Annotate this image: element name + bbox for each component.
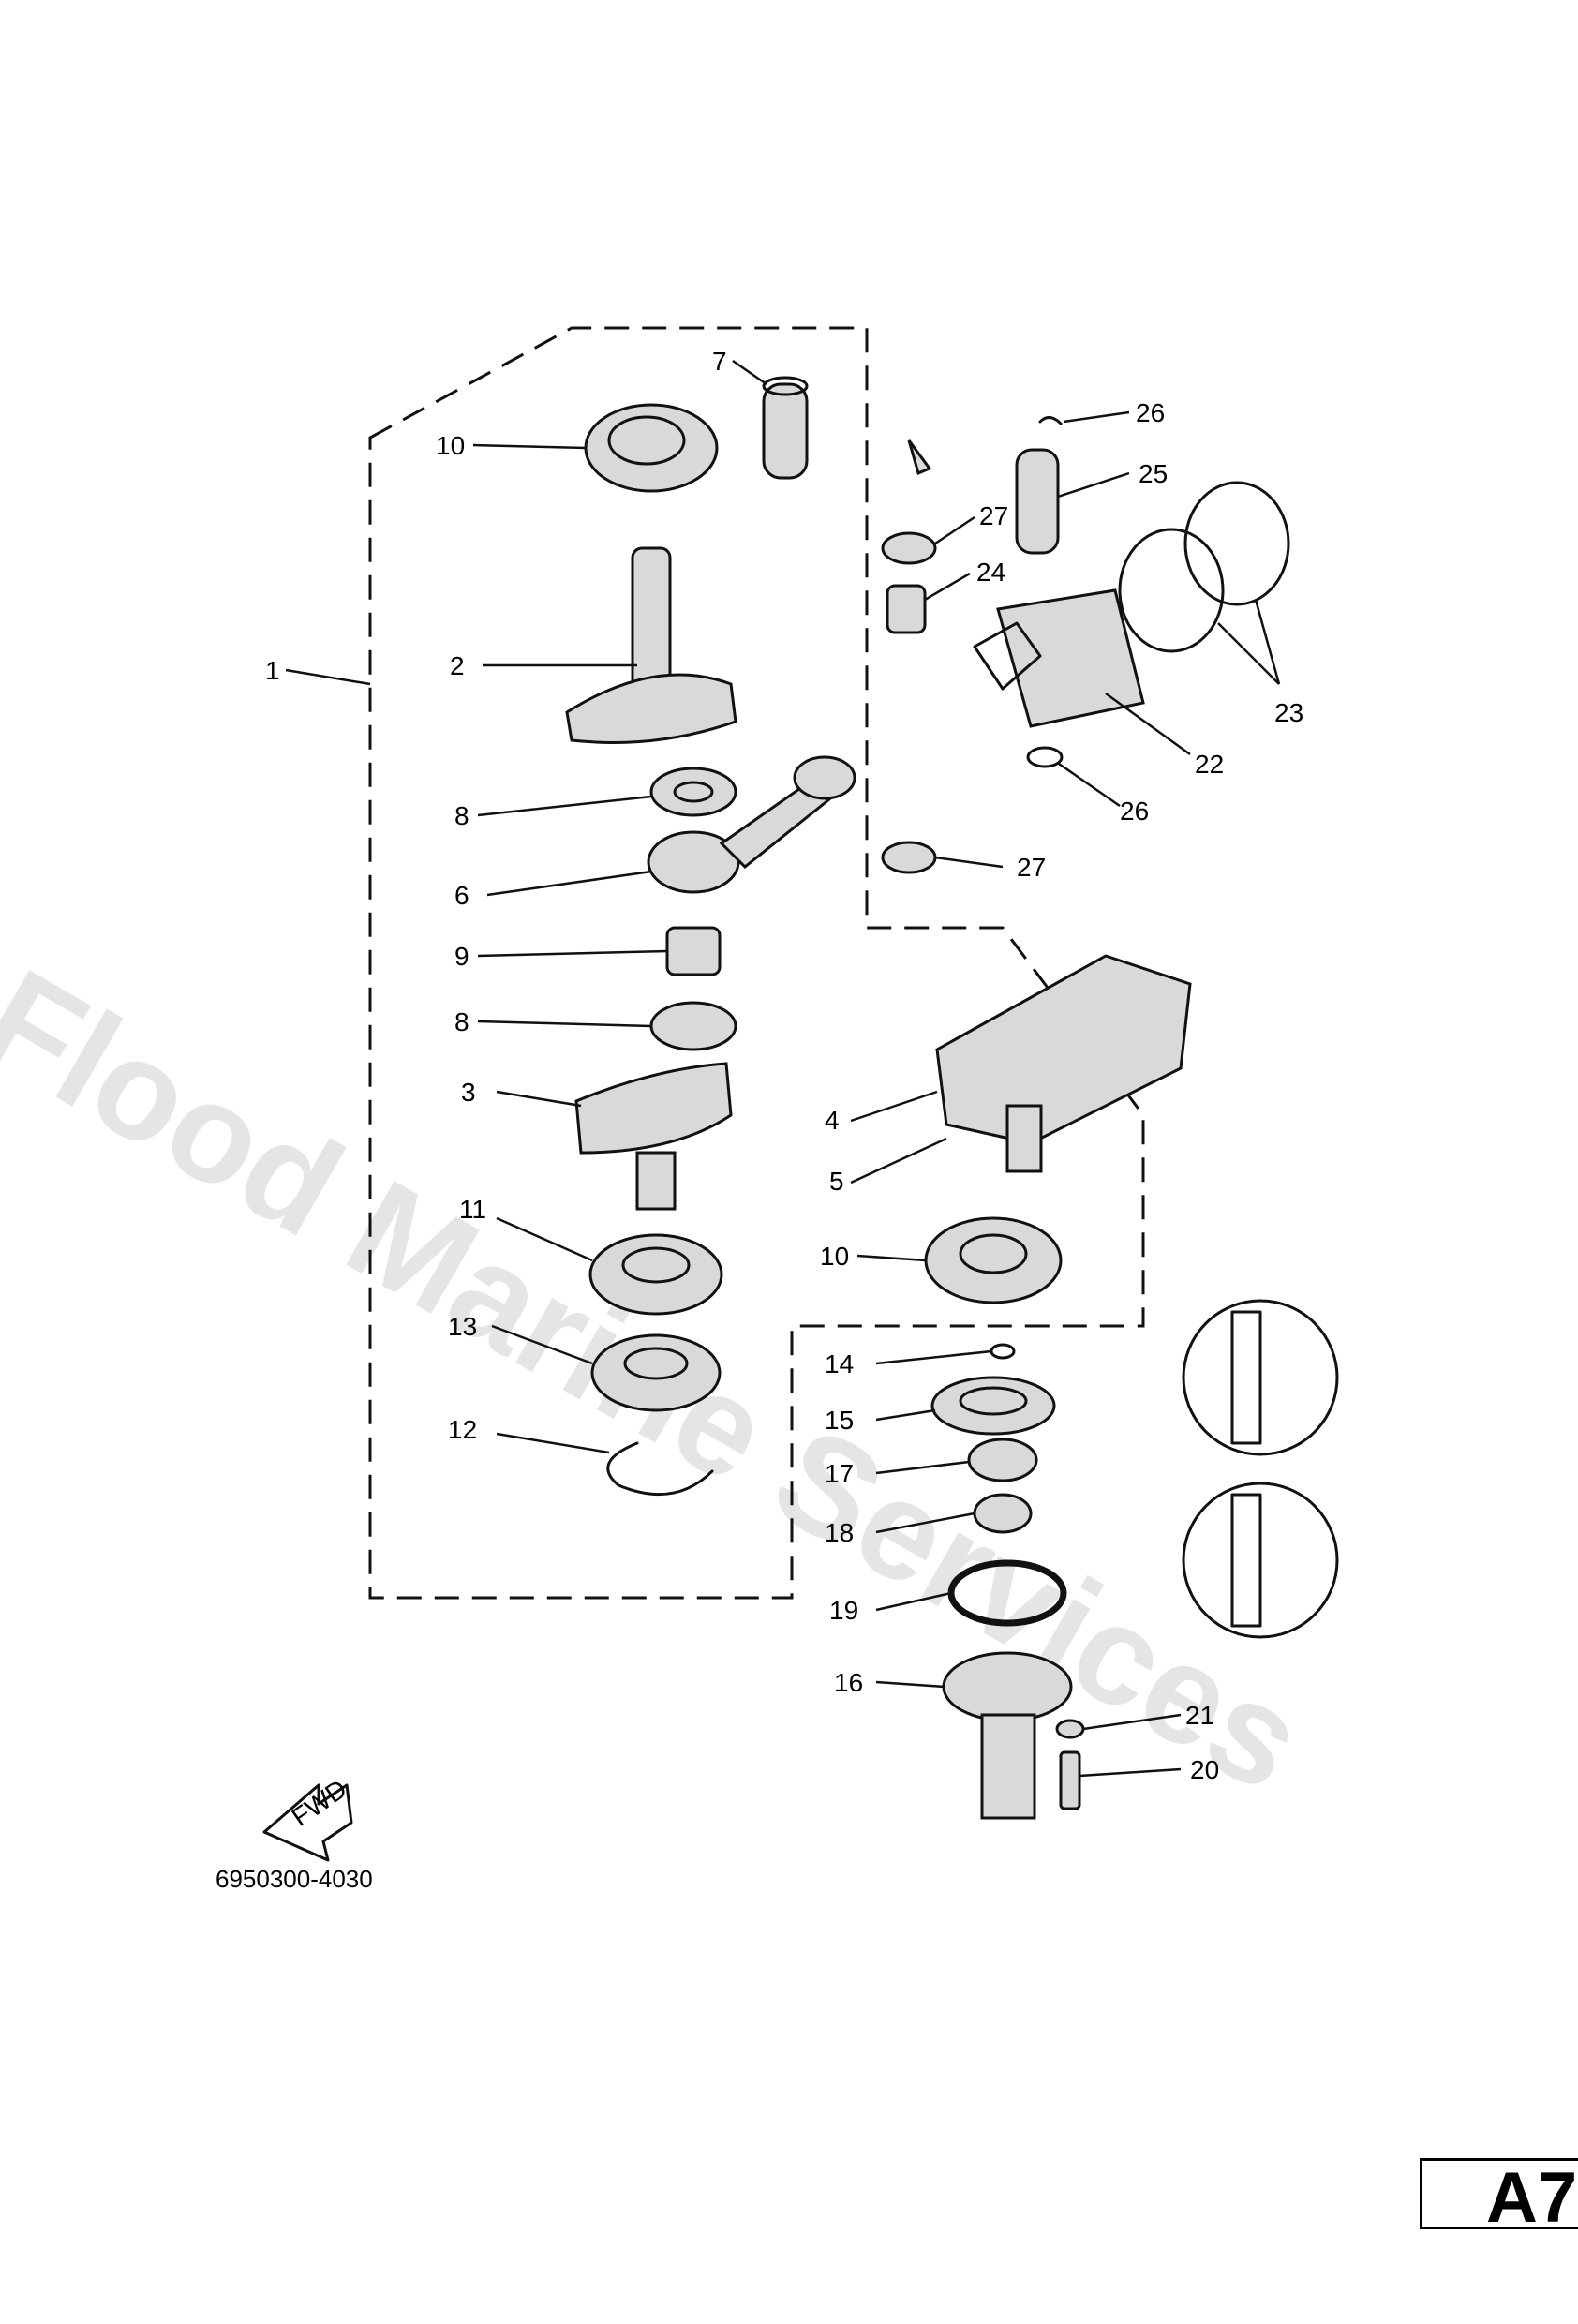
callout-27a: 27 xyxy=(979,501,1008,530)
callout-15: 15 xyxy=(825,1406,854,1435)
callout-10b: 10 xyxy=(820,1242,849,1271)
callout-26a: 26 xyxy=(1136,398,1165,427)
callout-2: 2 xyxy=(450,651,465,680)
callout-14: 14 xyxy=(825,1349,854,1378)
callout-8b: 8 xyxy=(454,1007,469,1036)
seal-13 xyxy=(590,1333,722,1412)
callout-13: 13 xyxy=(448,1312,477,1341)
connecting-rod-6 xyxy=(647,755,856,894)
woodruff-key xyxy=(907,439,932,476)
leader-lines xyxy=(285,359,1281,1778)
callout-numbers: 1 2 3 4 5 6 7 8 8 9 10 10 11 12 13 14 15… xyxy=(265,347,1303,1784)
callout-9: 9 xyxy=(454,942,469,971)
crankshaft-lower-3 xyxy=(574,1062,733,1211)
o-ring-19 xyxy=(947,1559,1067,1627)
callout-24: 24 xyxy=(976,558,1005,587)
piston-rings-23 xyxy=(1118,481,1290,653)
callout-26b: 26 xyxy=(1120,797,1149,826)
fwd-label: FWD xyxy=(287,1774,352,1832)
assembled-crank-piston xyxy=(935,954,1192,1173)
callout-20: 20 xyxy=(1190,1755,1219,1784)
callout-21: 21 xyxy=(1185,1701,1214,1730)
callout-25: 25 xyxy=(1139,459,1168,488)
callout-17: 17 xyxy=(825,1459,854,1488)
callout-16: 16 xyxy=(834,1668,863,1697)
washer-27-upper xyxy=(881,531,937,565)
callout-10a: 10 xyxy=(436,431,465,460)
bearing-18 xyxy=(973,1493,1033,1534)
callout-22: 22 xyxy=(1195,750,1224,779)
assembly-boundary xyxy=(368,326,1145,1600)
piston-pin-25 xyxy=(1015,448,1060,555)
callout-8a: 8 xyxy=(454,801,469,830)
bearing-10-top xyxy=(584,403,719,493)
callout-4: 4 xyxy=(825,1106,840,1135)
callout-3: 3 xyxy=(461,1078,476,1107)
callout-7: 7 xyxy=(712,347,727,376)
callout-12: 12 xyxy=(448,1415,477,1444)
bearing-11 xyxy=(588,1233,723,1316)
thrust-washer-8-lower xyxy=(649,1001,737,1051)
o-ring-14 xyxy=(990,1343,1016,1360)
crankshaft-upper-2 xyxy=(565,546,737,744)
bearing-17 xyxy=(967,1438,1038,1482)
washer-27-lower xyxy=(881,841,937,874)
thrust-washer-8-upper xyxy=(649,767,737,817)
detail-circle-17 xyxy=(1182,1299,1339,1456)
callout-27b: 27 xyxy=(1017,853,1046,882)
callout-5: 5 xyxy=(829,1167,844,1196)
bolt-20 xyxy=(1059,1750,1081,1810)
pin-clip-26-upper xyxy=(1038,416,1063,425)
washer-21 xyxy=(1055,1719,1085,1739)
seal-15 xyxy=(930,1376,1056,1436)
callout-19: 19 xyxy=(829,1596,858,1625)
circlip-12 xyxy=(606,1441,714,1497)
callout-6: 6 xyxy=(454,881,469,910)
bearing-10-lower xyxy=(924,1216,1063,1304)
page-reference: A7 xyxy=(1486,2158,1578,2238)
page-reference-box: A7 xyxy=(1420,2158,1578,2238)
needle-bearing-9 xyxy=(665,926,722,976)
detail-circle-18 xyxy=(1182,1482,1339,1639)
callout-1: 1 xyxy=(265,656,280,685)
fwd-arrow-icon xyxy=(262,1783,353,1862)
callout-18: 18 xyxy=(825,1518,854,1547)
part-code: 6950300-4030 xyxy=(216,1865,373,1893)
piston-22 xyxy=(973,588,1145,728)
pin-7 xyxy=(762,376,809,480)
pin-clip-26-lower xyxy=(1026,746,1064,768)
housing-16 xyxy=(942,1651,1073,1820)
callout-11: 11 xyxy=(459,1195,486,1224)
callout-23: 23 xyxy=(1274,698,1303,727)
needle-bearing-24 xyxy=(886,584,927,634)
